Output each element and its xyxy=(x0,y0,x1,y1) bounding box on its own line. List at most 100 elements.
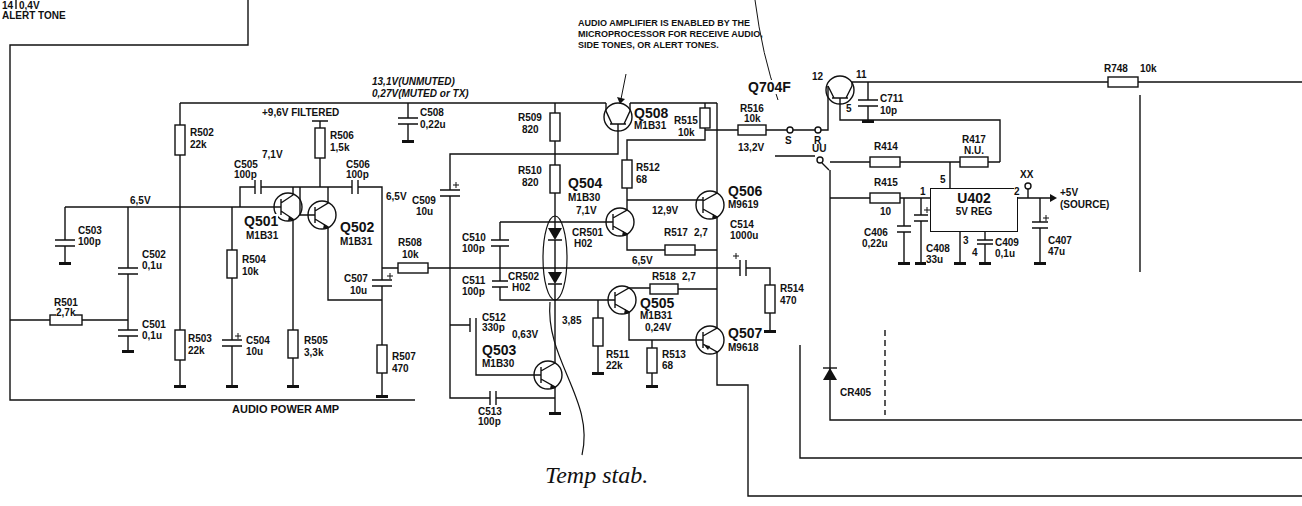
component-label: C512 xyxy=(482,313,506,323)
component-label: 10k xyxy=(242,267,259,277)
component-label: 5 xyxy=(846,104,852,114)
component-label: XX xyxy=(1020,170,1033,180)
component-label: R504 xyxy=(242,255,266,265)
component-label: 68 xyxy=(662,361,673,371)
component-label: R516 xyxy=(740,104,764,114)
component-label: 0,27V(MUTED or TX) xyxy=(372,89,469,99)
component-label: C501 xyxy=(142,320,166,330)
component-label: R505 xyxy=(304,336,328,346)
component-label: Q502 xyxy=(340,220,374,234)
part-function: 5V REG xyxy=(931,206,1017,217)
component-label: 7,1V xyxy=(576,206,597,216)
component-label: 68 xyxy=(636,175,647,185)
component-label: R415 xyxy=(874,178,898,188)
component-label: UU xyxy=(812,144,826,154)
component-label: M9618 xyxy=(728,343,759,353)
component-label: 2,7 xyxy=(682,272,696,282)
component-label: 4 xyxy=(972,248,978,258)
component-label: M1B31 xyxy=(634,121,666,131)
component-label: C511 xyxy=(462,276,485,286)
component-label: CR502 xyxy=(508,272,539,282)
component-label: M9619 xyxy=(728,200,759,210)
component-label: Q501 xyxy=(244,214,278,228)
component-label: M1B31 xyxy=(340,237,372,247)
component-label: R507 xyxy=(392,352,416,362)
component-label: 0,22u xyxy=(420,120,446,130)
component-label: C407 xyxy=(1048,236,1072,246)
component-label: 7,1V xyxy=(262,150,283,160)
component-label: 13,1V(UNMUTED) xyxy=(372,77,455,87)
component-label: 3 xyxy=(963,236,969,246)
component-label: 2,7 xyxy=(694,228,708,238)
regulator-box: U4025V REG xyxy=(930,188,1018,232)
component-label: 2,7k xyxy=(56,308,75,318)
component-label: 22k xyxy=(188,346,205,356)
component-label: 14 xyxy=(2,1,13,11)
component-label: 100p xyxy=(234,170,257,180)
component-label: 6,5V xyxy=(632,256,653,266)
part-number: U402 xyxy=(931,191,1017,206)
component-label: 6,5V xyxy=(386,192,407,202)
component-label: 12,9V xyxy=(652,206,678,216)
component-label: 470 xyxy=(780,296,797,306)
component-label: R514 xyxy=(780,284,804,294)
component-label: R513 xyxy=(662,350,686,360)
component-label: 2 xyxy=(1014,187,1020,197)
component-label: M1B30 xyxy=(482,359,514,369)
component-label: 10u xyxy=(416,207,433,217)
component-label: 470 xyxy=(392,364,409,374)
component-label: 100p xyxy=(462,244,485,254)
component-label: 10p xyxy=(880,106,897,116)
component-label: 0,1u xyxy=(142,261,162,271)
component-label: 0,1u xyxy=(142,331,162,341)
component-label: 10k xyxy=(1140,64,1157,74)
component-label: 10 xyxy=(880,207,891,217)
wires xyxy=(10,0,1302,496)
component-label: 3,3k xyxy=(304,348,323,358)
component-label: 0,1u xyxy=(995,249,1015,259)
component-label: 1 xyxy=(920,187,926,197)
component-label: R512 xyxy=(636,163,660,173)
component-label: Q704F xyxy=(748,80,791,94)
component-label: 0,24V xyxy=(645,323,671,333)
component-label: R518 xyxy=(652,272,676,282)
component-label: C505 xyxy=(234,160,258,170)
component-label: C510 xyxy=(462,233,486,243)
component-label: C507 xyxy=(344,274,368,284)
component-label: S xyxy=(785,136,792,146)
symbol-fills xyxy=(59,97,1057,415)
component-label: 820 xyxy=(522,125,539,135)
component-label: R515 xyxy=(674,116,698,126)
note-text: AUDIO AMPLIFIER IS ENABLED BY THE MICROP… xyxy=(578,18,764,50)
component-label: C508 xyxy=(420,108,444,118)
component-label: 11 xyxy=(856,70,867,80)
component-label: Q506 xyxy=(728,184,762,198)
component-label: 10k xyxy=(678,128,695,138)
component-label: 10u xyxy=(350,286,367,296)
component-label: +9,6V FILTERED xyxy=(262,108,339,118)
resistor-symbols xyxy=(50,77,1138,373)
component-label: C504 xyxy=(246,336,270,346)
component-label: +5V xyxy=(1060,188,1078,198)
component-label: Q504 xyxy=(568,176,602,190)
component-label: M1B31 xyxy=(640,311,672,321)
component-label: Q508 xyxy=(634,106,668,120)
component-label: 820 xyxy=(522,178,539,188)
component-label: R414 xyxy=(874,142,898,152)
component-label: R748 xyxy=(1104,64,1128,74)
component-label: 10k xyxy=(744,114,761,124)
component-label: 5 xyxy=(940,175,946,185)
component-label: CR501 xyxy=(572,228,603,238)
component-label: 0,4V xyxy=(19,1,40,11)
component-label: R417 xyxy=(962,135,986,145)
component-label: 100p xyxy=(478,417,501,427)
component-label: 10u xyxy=(246,347,263,357)
component-label: C509 xyxy=(412,196,436,206)
component-label: C409 xyxy=(995,238,1019,248)
component-label: Q505 xyxy=(640,296,674,310)
component-label: C513 xyxy=(478,407,502,417)
component-label: 100p xyxy=(78,237,101,247)
component-label: C408 xyxy=(926,244,950,254)
